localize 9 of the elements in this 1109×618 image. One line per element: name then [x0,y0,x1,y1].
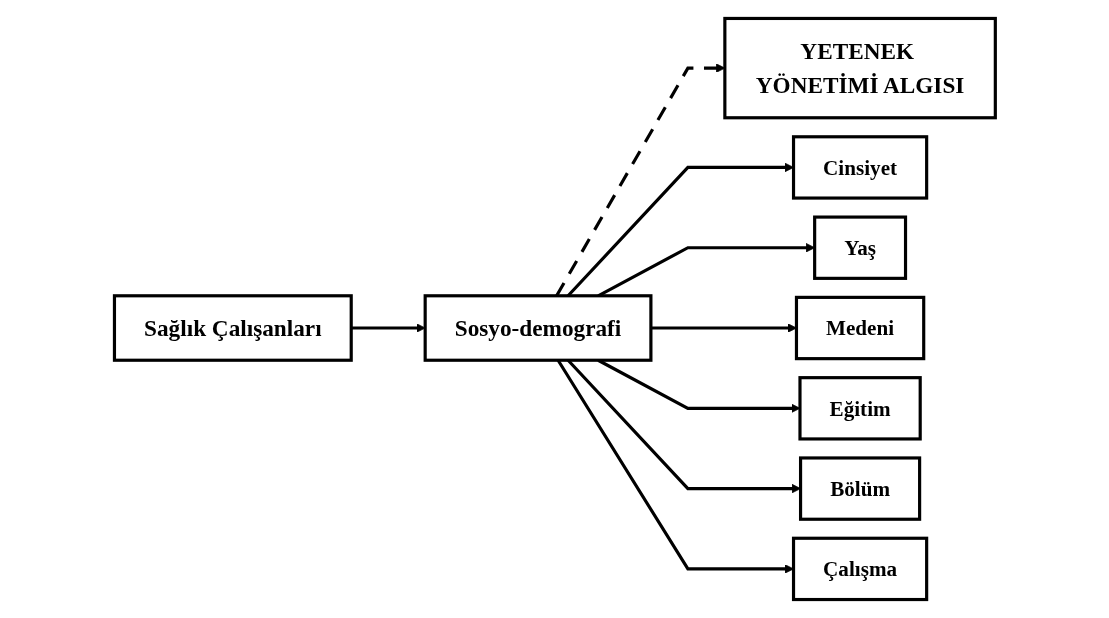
node-box: Medeni [794,295,925,361]
node-box: Bölüm [798,456,921,521]
node-box: Çalışma [791,536,928,602]
node-box: Cinsiyet [791,135,928,200]
node-box: YETENEK YÖNETİMİ ALGISI [722,16,997,120]
node-box: Sağlık Çalışanları [112,294,353,362]
node-box: Eğitim [798,376,922,441]
node-box: Yaş [812,215,907,280]
node-box: Sosyo-demografi [423,294,653,362]
